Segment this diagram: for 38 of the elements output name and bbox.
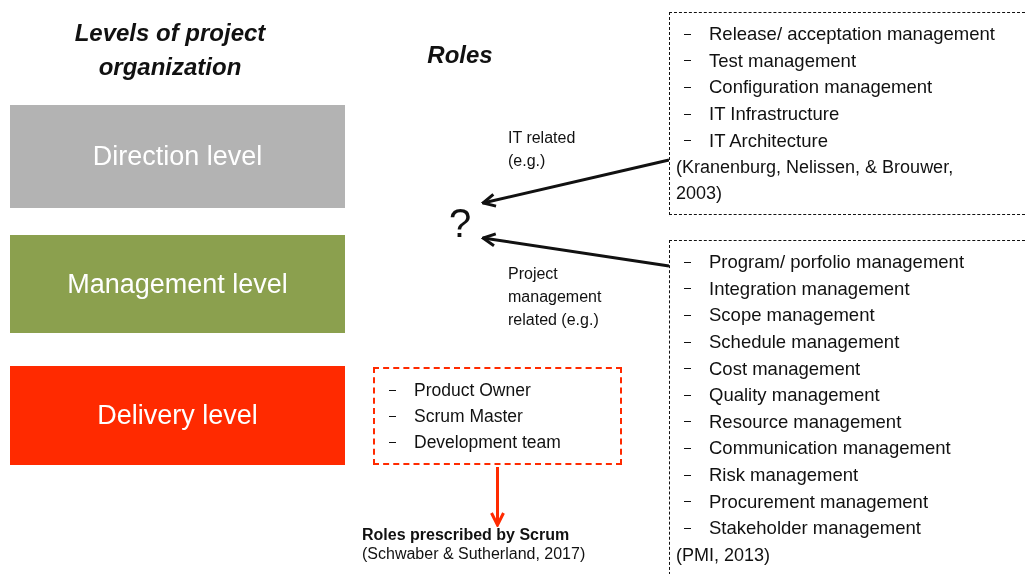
column-heading: Levels of project organization <box>73 18 267 82</box>
role-item: Quality management <box>709 384 880 407</box>
level-box <box>10 105 345 208</box>
role-item: Release/ acceptation management <box>709 23 995 46</box>
level-box <box>10 366 345 465</box>
role-list-box <box>669 240 1025 574</box>
role-item: Test management <box>709 49 857 72</box>
role-item: IT Architecture <box>709 129 828 152</box>
citation: (Schwaber & Sutherland, 2017) <box>362 545 587 563</box>
role-item: Integration management <box>709 277 910 300</box>
role-item: Resource management <box>709 410 902 433</box>
role-item: Cost management <box>709 357 861 380</box>
role-item: Stakeholder management <box>709 517 921 540</box>
role-item: Procurement management <box>709 490 929 513</box>
role-item: Scrum Master <box>414 405 523 427</box>
role-item: Schedule management <box>709 331 900 354</box>
role-item: IT Infrastructure <box>709 103 840 126</box>
role-item: Configuration management <box>709 76 933 99</box>
level-box <box>10 235 345 333</box>
role-item: Risk management <box>709 464 859 487</box>
level-label: Delivery level <box>97 400 258 431</box>
role-list-box <box>669 12 1025 215</box>
role-item: Scope management <box>709 304 875 327</box>
scrum-role-box <box>373 367 622 465</box>
caption-heading: Roles prescribed by Scrum <box>362 526 571 544</box>
arrow <box>490 467 505 527</box>
role-item: Development team <box>414 431 561 453</box>
citation: (Kranenburg, Nelissen, & Brouwer, 2003) <box>676 155 955 205</box>
arrow <box>481 158 670 208</box>
level-label: Direction level <box>92 141 263 172</box>
role-item: Communication management <box>709 437 951 460</box>
role-item: Product Owner <box>414 379 531 401</box>
column-heading: Roles <box>426 40 494 70</box>
level-label: Management level <box>67 268 288 300</box>
question-mark: ? <box>448 203 472 243</box>
role-item: Program/ porfolio management <box>709 251 965 274</box>
arrow <box>481 232 670 268</box>
citation: (PMI, 2013) <box>676 543 772 567</box>
